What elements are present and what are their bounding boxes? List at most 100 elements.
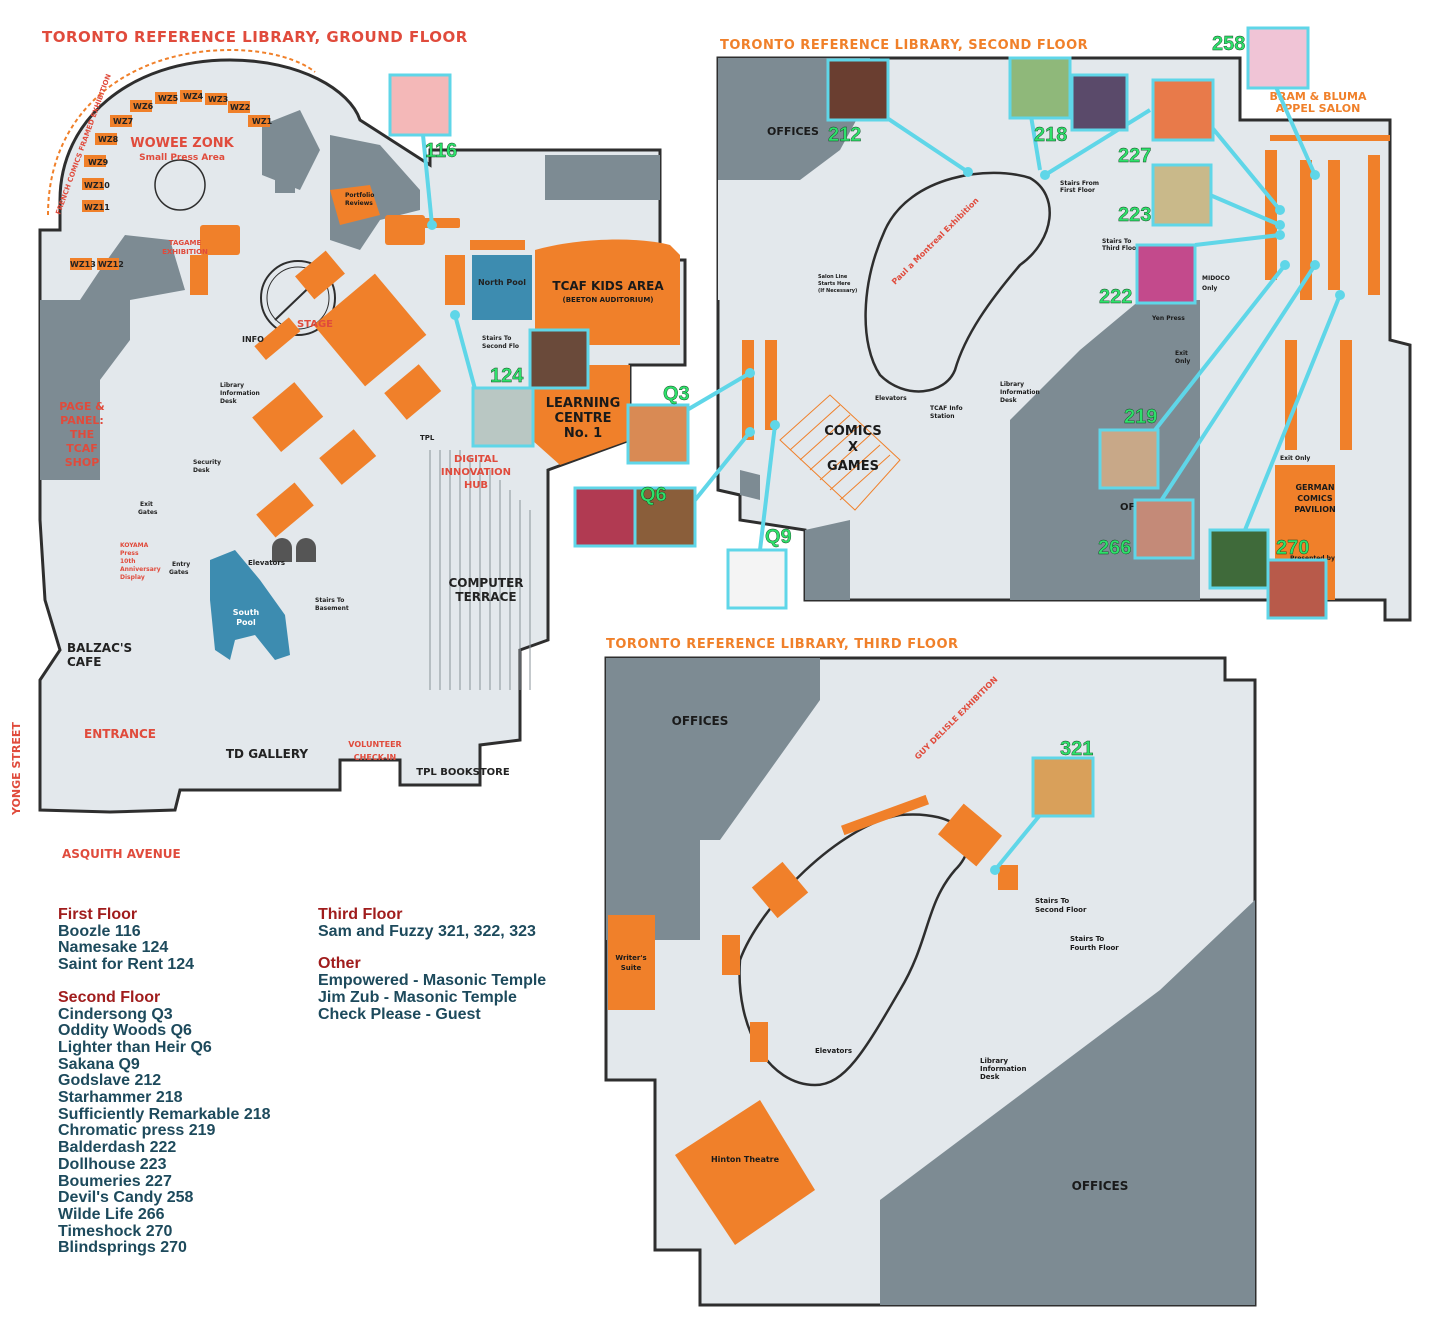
svg-text:Library: Library: [220, 382, 244, 389]
svg-text:Suite: Suite: [621, 964, 642, 972]
svg-text:GAMES: GAMES: [827, 459, 879, 474]
svg-text:Starts Here: Starts Here: [818, 281, 851, 287]
svg-text:124: 124: [490, 365, 524, 387]
svg-text:SHOP: SHOP: [65, 456, 100, 469]
svg-text:BRAM & BLUMA: BRAM & BLUMA: [1270, 90, 1367, 103]
svg-text:THE: THE: [70, 428, 94, 441]
svg-text:COMPUTER: COMPUTER: [448, 576, 523, 590]
svg-text:CAFE: CAFE: [67, 655, 102, 669]
avatar: [528, 328, 590, 390]
svg-text:Exit: Exit: [140, 501, 153, 508]
svg-text:TERRACE: TERRACE: [455, 590, 516, 604]
svg-text:223: 223: [1118, 204, 1151, 226]
svg-text:Anniversary: Anniversary: [120, 566, 161, 573]
avatar: [1151, 163, 1213, 227]
north-pool: [472, 255, 532, 320]
avatar: [1135, 243, 1197, 305]
svg-text:MIDOCO: MIDOCO: [1202, 275, 1230, 282]
legend-item: Empowered - Masonic Temple: [318, 972, 547, 990]
svg-text:INNOVATION: INNOVATION: [441, 467, 511, 478]
svg-text:BALZAC'S: BALZAC'S: [67, 641, 132, 655]
avatar: [626, 403, 690, 465]
svg-text:North Pool: North Pool: [478, 278, 526, 287]
legend-item: Timeshock 270: [58, 1222, 173, 1240]
svg-text:Small Press Area: Small Press Area: [139, 153, 225, 163]
svg-text:YONGE STREET: YONGE STREET: [10, 722, 23, 816]
svg-text:ENTRANCE: ENTRANCE: [84, 727, 156, 741]
svg-text:10th: 10th: [120, 558, 136, 565]
legend-heading-second: Second Floor: [58, 988, 161, 1006]
svg-text:TCAF KIDS AREA: TCAF KIDS AREA: [552, 279, 664, 293]
svg-text:STAGE: STAGE: [297, 319, 333, 330]
svg-text:Elevators: Elevators: [248, 559, 285, 567]
svg-text:APPEL SALON: APPEL SALON: [1276, 102, 1361, 115]
legend-item: Sakana Q9: [58, 1055, 140, 1073]
svg-text:WZ8: WZ8: [98, 135, 119, 144]
svg-text:Pool: Pool: [236, 618, 256, 627]
svg-text:Exit Only: Exit Only: [1280, 455, 1310, 462]
third-floor-title: TORONTO REFERENCE LIBRARY, THIRD FLOOR: [606, 637, 959, 652]
legend-item: Boumeries 227: [58, 1172, 172, 1190]
avatar: [826, 58, 890, 122]
svg-text:WZ1: WZ1: [252, 117, 273, 126]
svg-text:VOLUNTEER: VOLUNTEER: [348, 740, 401, 749]
svg-text:Library: Library: [980, 1057, 1008, 1065]
svg-text:116: 116: [425, 140, 457, 162]
svg-text:Exit: Exit: [1175, 350, 1188, 357]
svg-text:WZ7: WZ7: [113, 117, 133, 126]
svg-text:TCAF: TCAF: [66, 442, 98, 455]
svg-text:HUB: HUB: [464, 480, 488, 491]
svg-text:Hinton Theatre: Hinton Theatre: [711, 1155, 780, 1164]
svg-text:219: 219: [1124, 406, 1157, 428]
svg-text:Q3: Q3: [663, 383, 690, 405]
svg-text:Desk: Desk: [1000, 397, 1018, 404]
svg-text:Q9: Q9: [765, 526, 792, 548]
svg-text:WZ6: WZ6: [133, 102, 154, 111]
avatar: [1133, 498, 1195, 560]
page-panel-block: [40, 235, 185, 480]
legend-item: Boozle 116: [58, 922, 141, 940]
svg-text:Second Flo: Second Flo: [482, 343, 519, 350]
svg-text:Stairs To: Stairs To: [482, 335, 511, 342]
svg-text:WZ11: WZ11: [84, 203, 110, 212]
svg-text:COMICS: COMICS: [824, 424, 882, 439]
legend-item: Wilde Life 266: [58, 1205, 165, 1223]
legend-item: Jim Zub - Masonic Temple: [318, 988, 517, 1006]
svg-text:321: 321: [1060, 738, 1093, 760]
svg-text:X: X: [848, 440, 858, 455]
legend-item: Blindsprings 270: [58, 1239, 187, 1257]
svg-text:227: 227: [1118, 145, 1151, 167]
svg-text:Library: Library: [1000, 381, 1024, 388]
svg-text:Desk: Desk: [193, 467, 211, 474]
svg-text:PANEL:: PANEL:: [60, 414, 104, 427]
legend-item: Devil's Candy 258: [58, 1189, 194, 1207]
callout-thumbnails: [388, 26, 1328, 818]
svg-text:ASQUITH AVENUE: ASQUITH AVENUE: [62, 847, 181, 861]
svg-text:Display: Display: [120, 574, 145, 581]
svg-text:Gates: Gates: [138, 509, 158, 516]
svg-text:222: 222: [1099, 286, 1132, 308]
svg-text:Salon Line: Salon Line: [818, 274, 848, 280]
legend-col-2: Third Floor Sam and Fuzzy 321, 322, 323 …: [318, 906, 547, 1023]
svg-text:DIGITAL: DIGITAL: [454, 454, 499, 465]
svg-text:TPL: TPL: [420, 434, 435, 442]
svg-text:GERMAN: GERMAN: [1295, 483, 1334, 492]
svg-text:(If Necessary): (If Necessary): [818, 288, 857, 294]
legend-item: Sufficiently Remarkable 218: [58, 1105, 271, 1123]
legend-heading-first: First Floor: [58, 906, 138, 923]
legend-item: Namesake 124: [58, 939, 169, 957]
svg-text:CHECK-IN: CHECK-IN: [354, 753, 396, 762]
wowee-label: WOWEE ZONK: [130, 136, 234, 151]
svg-text:WZ10: WZ10: [84, 181, 110, 190]
avatar: [1070, 73, 1129, 132]
svg-text:WZ12: WZ12: [98, 260, 124, 269]
learning-centre: [532, 365, 630, 465]
svg-text:LEARNING: LEARNING: [546, 396, 621, 411]
legend-item: Dollhouse 223: [58, 1155, 167, 1173]
callout-numbers: 116 124 212 218 227 223 222 219 266 270 …: [425, 33, 1310, 760]
svg-text:258: 258: [1212, 33, 1245, 55]
avatar: [633, 486, 697, 548]
legend-col-1: First Floor Boozle 116 Namesake 124 Sain…: [58, 906, 271, 1257]
